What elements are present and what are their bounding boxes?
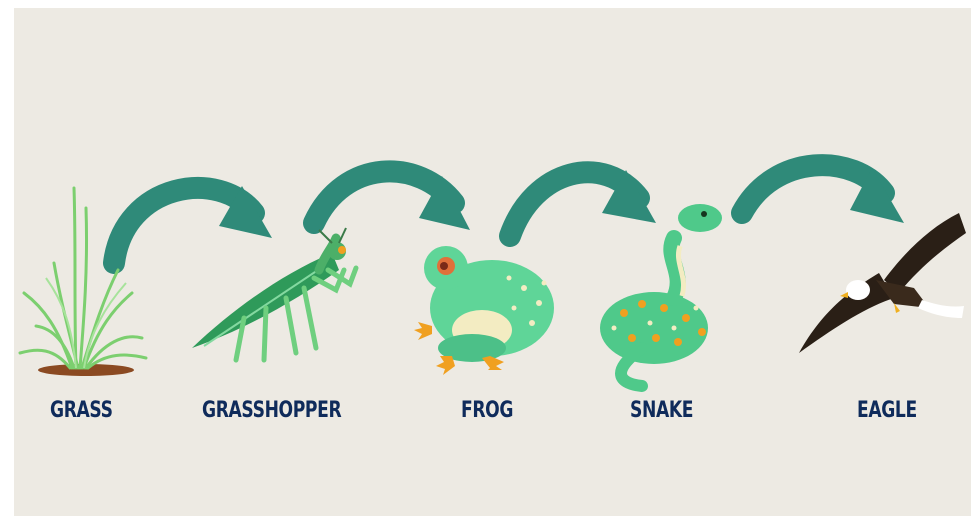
label-grasshopper: GRASSHOPPER	[202, 398, 341, 423]
label-frog: FROG	[461, 398, 513, 423]
food-chain-svg	[14, 8, 971, 516]
label-snake: SNAKE	[630, 398, 693, 423]
label-grass: GRASS	[50, 398, 113, 423]
label-eagle: EAGLE	[857, 398, 917, 423]
food-chain-diagram: GRASS GRASSHOPPER FROG SNAKE EAGLE	[14, 8, 971, 516]
